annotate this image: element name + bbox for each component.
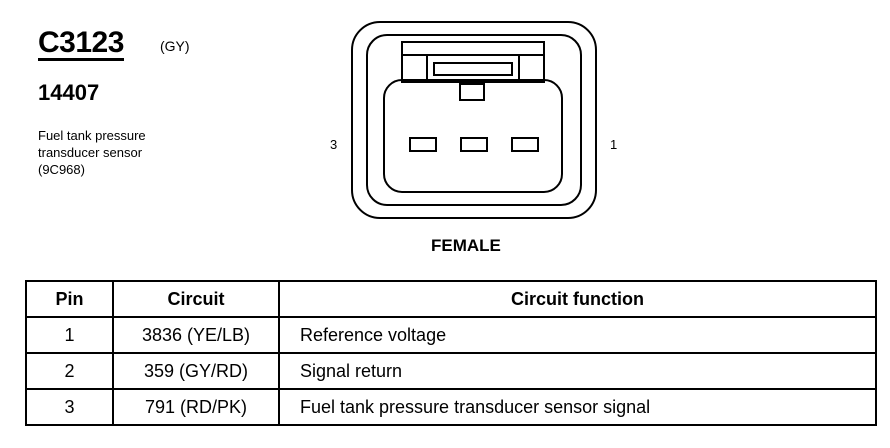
- cell-pin: 3: [25, 388, 114, 426]
- table-header-row: Pin Circuit Circuit function: [25, 280, 877, 318]
- connector-description: Fuel tank pressure transducer sensor (9C…: [38, 127, 146, 178]
- description-line: transducer sensor: [38, 145, 143, 160]
- table-row: 2 359 (GY/RD) Signal return: [25, 352, 877, 390]
- pin-circuit-table: Pin Circuit Circuit function 1 3836 (YE/…: [25, 280, 877, 426]
- cell-pin: 1: [25, 316, 114, 354]
- header-pin: Pin: [25, 280, 114, 318]
- connector-terminal-body: [383, 79, 563, 193]
- pin-cavity-3: [409, 137, 437, 152]
- connector-id: C3123: [38, 26, 124, 61]
- cell-circuit: 3836 (YE/LB): [112, 316, 280, 354]
- part-number: 14407: [38, 80, 100, 105]
- table-row: 3 791 (RD/PK) Fuel tank pressure transdu…: [25, 388, 877, 426]
- connector-inner-ring: [366, 34, 582, 206]
- pin-cavity-1: [511, 137, 539, 152]
- connector-keyway: [459, 83, 485, 101]
- table-row: 1 3836 (YE/LB) Reference voltage: [25, 316, 877, 354]
- connector-color-code: (GY): [160, 38, 190, 54]
- cell-circuit: 791 (RD/PK): [112, 388, 280, 426]
- description-line: (9C968): [38, 162, 85, 177]
- cell-function: Reference voltage: [278, 316, 877, 354]
- connector-latch-frame: [401, 41, 545, 83]
- header-circuit-function: Circuit function: [278, 280, 877, 318]
- description-line: Fuel tank pressure: [38, 128, 146, 143]
- pin-label-right: 1: [610, 137, 618, 152]
- connector-outer-housing: [351, 21, 597, 219]
- pin-label-left: 3: [330, 137, 338, 152]
- pin-cavity-2: [460, 137, 488, 152]
- cell-function: Fuel tank pressure transducer sensor sig…: [278, 388, 877, 426]
- header-circuit: Circuit: [112, 280, 280, 318]
- cell-circuit: 359 (GY/RD): [112, 352, 280, 390]
- cell-function: Signal return: [278, 352, 877, 390]
- cell-pin: 2: [25, 352, 114, 390]
- connector-gender-label: FEMALE: [431, 236, 501, 255]
